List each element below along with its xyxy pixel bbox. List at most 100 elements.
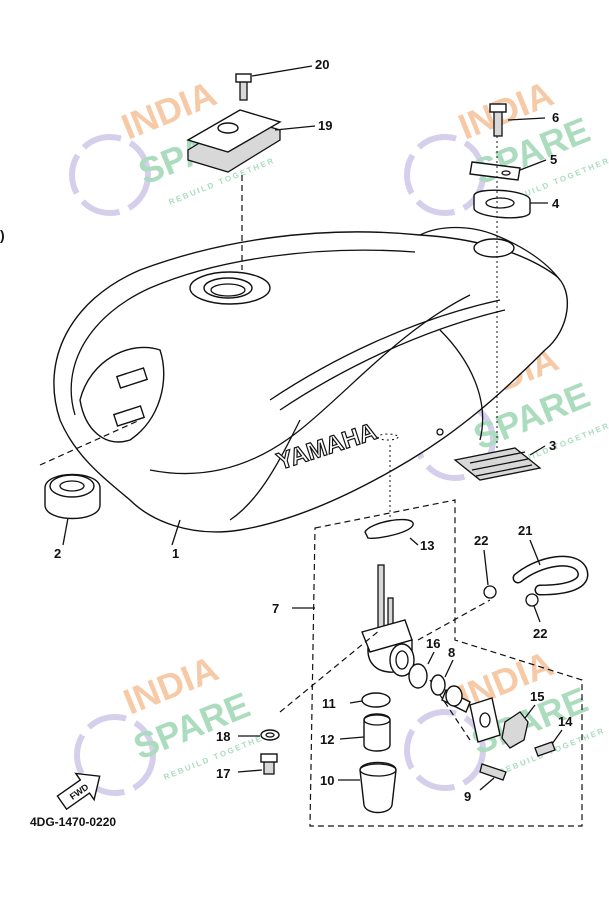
drain-parts [237,729,280,775]
callout-2: 2 [54,546,61,561]
fuel-tank: YAMAHA [53,226,569,533]
fuel-cap-keyhole [217,122,239,134]
screw-14 [534,741,556,757]
callout-6: 6 [552,110,559,125]
cap-screw [239,79,248,101]
assembly-boundary [309,499,583,827]
leader-13 [409,537,419,546]
plate-5-hole [501,170,511,176]
washer-18 [260,729,280,741]
grommet-hole [59,480,85,492]
callout-13: 13 [420,538,434,553]
callout-labels: 1 2 3 4 5 6 7 8 9 10 11 12 13 14 15 16 1… [54,57,573,804]
callout-8: 8 [448,645,455,660]
petcock-standpipe [377,564,385,636]
wrench-ring-icon [404,709,486,791]
callout-3: 3 [549,438,556,453]
fuel-hose-assembly [483,539,589,623]
fuel-cap-assembly [186,65,316,270]
leader-22-upper [483,549,489,586]
leader-19 [274,125,316,131]
tank-trim-line-a [269,299,501,401]
callout-20: 20 [315,57,329,72]
filler-neck-inner [210,283,246,297]
leader-21 [529,539,541,566]
tank-upper-contour [70,249,416,416]
bolt-6 [493,109,503,137]
petcock-mount-holes [377,433,399,441]
callout-7: 7 [272,601,279,616]
sediment-cup-rim [359,763,397,777]
hose-clip-22-upper [483,585,497,599]
leader-16 [427,651,435,665]
edge-mark: ) [0,227,5,243]
drain-screw-17-head [260,753,278,763]
seal-16 [408,663,428,689]
damper-3-ribs [469,451,533,477]
bolt-6-head [489,103,507,113]
leader-9 [479,777,495,791]
lever-plate-hole [479,712,491,728]
tank-side-hole [436,428,444,436]
leader-1 [171,519,181,546]
callout-18: 18 [216,729,230,744]
callout-11: 11 [322,696,336,711]
leader-2 [62,517,69,546]
callout-21: 21 [518,523,532,538]
leader-14 [551,729,563,745]
leader-3 [529,445,546,456]
fuel-lever [501,711,529,749]
grommet-top [49,474,95,498]
tank-side-contour [149,294,471,475]
rear-mount-stack [453,103,548,481]
fwd-arrow-icon [56,772,101,811]
filter-12-top [363,714,391,726]
callout-1: 1 [172,546,179,561]
wrench-ring-icon [404,134,486,216]
part-2-grommet [39,419,181,546]
callout-22-upper: 22 [474,533,488,548]
cap-screw-head [235,73,252,83]
damper-4-hole [485,197,515,209]
callout-19: 19 [318,118,332,133]
forward-arrow: FWD [56,772,101,811]
lever-plate-15 [469,697,501,743]
tank-rear-contour [439,329,484,441]
damper-4 [473,189,531,219]
sediment-cup-10 [359,761,397,814]
callout-14: 14 [558,714,573,729]
wrench-ring-icon [74,714,156,796]
washer-18-hole [265,732,275,738]
callout-17: 17 [216,766,230,781]
drain-route-line [279,629,381,713]
callout-15: 15 [530,689,544,704]
tank-trim-line-b [279,309,506,411]
petcock-assembly [279,445,583,827]
callout-4: 4 [552,196,560,211]
tank-outer-shell [53,231,569,533]
grommet-alignment-line [39,419,141,466]
hose-clip-22-lower [525,593,539,607]
hose-route-line-a [417,599,491,641]
wrench-ring-icon [69,134,151,216]
callout-5: 5 [550,152,557,167]
screw-9 [479,763,507,781]
watermark-bottom-right: INDIA SPARE REBUILD TOGETHER [404,643,607,791]
leader-17 [237,769,263,773]
tank-badge-edge [229,419,301,521]
tank-rear-hump [419,226,561,281]
leader-22-lower [533,605,541,623]
fuel-hose-21 [514,557,587,594]
valve-shaft-collar [445,685,463,707]
callout-9: 9 [464,789,471,804]
callout-16: 16 [426,636,440,651]
filler-neck-opening [203,277,253,299]
leader-6 [507,117,546,121]
leader-20 [251,65,313,77]
callout-12: 12 [320,732,334,747]
leader-8 [444,659,454,678]
leader-12 [339,736,365,740]
drawing-code: 4DG-1470-0220 [30,815,116,829]
